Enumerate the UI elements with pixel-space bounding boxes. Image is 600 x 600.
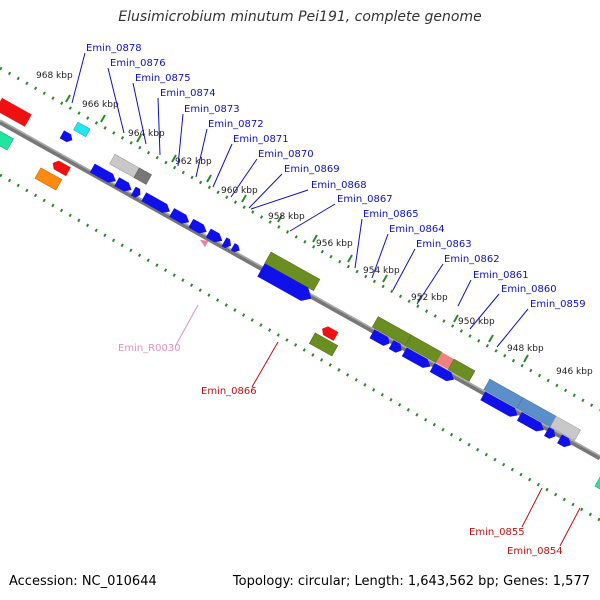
tick-label: 968 kbp	[36, 71, 73, 81]
tick-mark	[206, 174, 212, 183]
gene-label-emin-0855: Emin_0855	[469, 527, 525, 538]
gene-label-emin-0871: Emin_0871	[233, 134, 289, 145]
feature-cds	[89, 163, 116, 183]
gene-label-emin-0873: Emin_0873	[184, 104, 240, 115]
feature-olive	[447, 358, 476, 382]
feature-cds	[480, 391, 518, 417]
feature-cds	[516, 411, 544, 432]
gene-label-emin-0868: Emin_0868	[311, 180, 367, 191]
feature-cds	[59, 130, 73, 143]
feature-gray	[549, 415, 581, 441]
feature-darkgray	[133, 167, 152, 185]
gene-label-emin-0875: Emin_0875	[135, 73, 191, 84]
tick-mark	[312, 234, 318, 243]
gene-label-emin-0869: Emin_0869	[284, 164, 340, 175]
tick-mark	[382, 274, 388, 283]
gene-label-emin-0863: Emin_0863	[416, 239, 472, 250]
feature-pink	[435, 352, 455, 370]
feature-gray	[109, 153, 140, 178]
gene-label-emin-0854: Emin_0854	[507, 546, 563, 557]
tick-mark	[136, 134, 142, 143]
feature-cds	[230, 243, 240, 253]
gene-label-emin-0876: Emin_0876	[110, 58, 166, 69]
outer-tick-track	[0, 66, 600, 412]
tick-mark	[277, 214, 283, 223]
feature-cds	[169, 208, 190, 224]
feature-cyan	[73, 121, 91, 138]
feature-cds	[130, 186, 141, 198]
tick-label: 948 kbp	[507, 344, 544, 354]
feature-red-reverse	[322, 326, 339, 341]
gene-label-emin-r0030: Emin_R0030	[118, 343, 181, 354]
gene-label-emin-0862: Emin_0862	[444, 254, 500, 265]
feature-cds	[544, 427, 556, 439]
tick-mark	[347, 254, 353, 263]
feature-mint	[0, 123, 14, 151]
tick-label: 964 kbp	[128, 129, 165, 139]
feature-mint	[594, 475, 600, 496]
gene-label-emin-0870: Emin_0870	[258, 149, 314, 160]
gene-label-emin-0861: Emin_0861	[473, 270, 529, 281]
feature-cds	[369, 329, 390, 346]
tick-mark	[100, 114, 106, 123]
tick-label: 954 kbp	[363, 266, 400, 276]
feature-cds	[388, 340, 402, 353]
feature-olive	[308, 332, 339, 357]
tick-label: 966 kbp	[82, 100, 119, 110]
tick-mark	[523, 354, 529, 363]
gene-label-emin-0859: Emin_0859	[530, 299, 586, 310]
map-title: Elusimicrobium minutum Pei191, complete …	[118, 9, 482, 25]
gene-label-emin-0867: Emin_0867	[337, 194, 393, 205]
feature-cds	[557, 434, 571, 448]
gene-label-emin-0864: Emin_0864	[389, 224, 445, 235]
tick-mark	[241, 194, 247, 203]
gene-label-emin-0865: Emin_0865	[363, 209, 419, 220]
feature-cds	[188, 218, 207, 234]
feature-cds	[205, 228, 223, 243]
genome-stats-text: Topology: circular; Length: 1,643,562 bp…	[232, 574, 590, 589]
tick-label: 960 kbp	[221, 186, 258, 196]
tick-label: 952 kbp	[411, 293, 448, 303]
tick-label: 962 kbp	[175, 157, 212, 167]
feature-red	[0, 97, 32, 127]
accession-text: Accession: NC_010644	[9, 574, 157, 589]
gene-label-emin-0866: Emin_0866	[201, 386, 257, 397]
feature-cds	[114, 177, 132, 192]
feature-trna-pink	[199, 239, 209, 248]
feature-red-reverse	[52, 160, 71, 177]
gene-label-emin-0874: Emin_0874	[160, 88, 216, 99]
feature-cds	[141, 192, 170, 213]
tick-mark	[453, 314, 459, 323]
tick-mark	[488, 334, 494, 343]
feature-cds	[429, 363, 454, 382]
feature-cds	[401, 347, 431, 368]
tick-mark	[65, 94, 71, 103]
gene-label-emin-0878: Emin_0878	[86, 43, 142, 54]
tick-label: 958 kbp	[268, 212, 305, 222]
tick-label: 950 kbp	[458, 317, 495, 327]
feature-orange	[34, 167, 63, 191]
feature-cds	[257, 263, 312, 301]
gene-label-emin-0872: Emin_0872	[208, 119, 264, 130]
tick-label: 946 kbp	[556, 367, 593, 377]
feature-cds	[221, 237, 232, 249]
tick-mark	[171, 154, 177, 163]
tick-label: 956 kbp	[316, 239, 353, 249]
gene-label-emin-0860: Emin_0860	[501, 284, 557, 295]
